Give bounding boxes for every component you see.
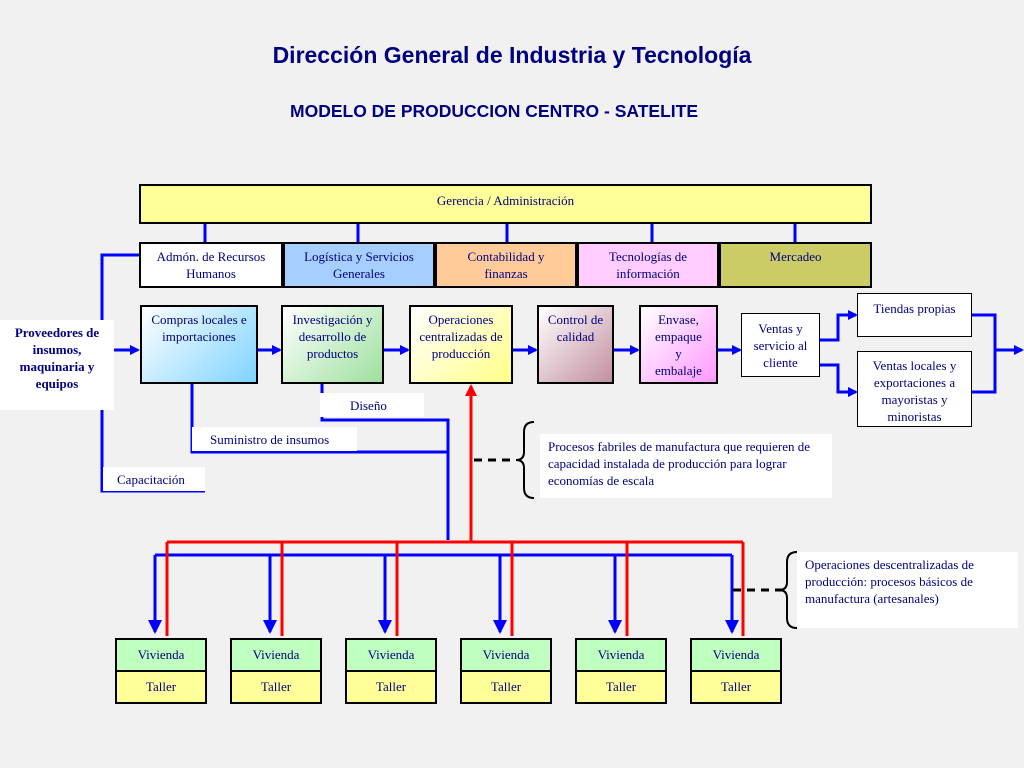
outlet-tiendas: Tiendas propias [857, 293, 972, 337]
gerencia-label: Gerencia / Administración [436, 193, 575, 208]
process-operaciones-label: Operaciones centralizadas de producción [419, 312, 503, 361]
unit-vivienda: Vivienda [692, 640, 780, 672]
outlet-tiendas-label: Tiendas propias [873, 301, 956, 316]
process-compras: Compras locales e importaciones [140, 305, 258, 384]
unit-vivienda: Vivienda [577, 640, 665, 672]
unit-taller: Taller [577, 672, 665, 702]
note-centralizados: Procesos fabriles de manufactura que req… [540, 434, 832, 498]
process-investigacion-label: Investigación y desarrollo de productos [292, 312, 373, 361]
dept-mercadeo: Mercadeo [719, 242, 872, 288]
unit-3: Vivienda Taller [345, 638, 437, 704]
outlet-ventas-locales-label: Ventas locales y exportaciones a mayoris… [872, 358, 957, 424]
process-operaciones: Operaciones centralizadas de producción [409, 305, 513, 384]
note-descentralizados: Operaciones descentralizadas de producci… [797, 552, 1018, 628]
unit-taller: Taller [462, 672, 550, 702]
unit-vivienda: Vivienda [347, 640, 435, 672]
dept-tecnologias-label: Tecnologías de información [608, 249, 688, 281]
process-control-label: Control de calidad [547, 312, 604, 344]
gerencia-box: Gerencia / Administración [139, 184, 872, 224]
unit-5: Vivienda Taller [575, 638, 667, 704]
unit-6: Vivienda Taller [690, 638, 782, 704]
dept-contabilidad: Contabilidad y finanzas [435, 242, 577, 288]
unit-taller: Taller [232, 672, 320, 702]
process-control: Control de calidad [537, 305, 614, 384]
dept-mercadeo-label: Mercadeo [769, 249, 822, 264]
dept-rrhh-label: Admón. de Recursos Humanos [156, 249, 266, 281]
dept-logistica: Logística y Servicios Generales [283, 242, 435, 288]
process-envase: Envase, empaque y embalaje [639, 305, 718, 384]
label-diseno: Diseño [320, 393, 424, 417]
dept-contabilidad-label: Contabilidad y finanzas [467, 249, 545, 281]
unit-1: Vivienda Taller [115, 638, 207, 704]
unit-vivienda: Vivienda [117, 640, 205, 672]
process-investigacion: Investigación y desarrollo de productos [281, 305, 384, 384]
unit-2: Vivienda Taller [230, 638, 322, 704]
page-subtitle: MODELO DE PRODUCCION CENTRO - SATELITE [290, 101, 699, 121]
dept-tecnologias: Tecnologías de información [577, 242, 719, 288]
unit-taller: Taller [347, 672, 435, 702]
dept-rrhh: Admón. de Recursos Humanos [139, 242, 283, 288]
page-title: Dirección General de Industria y Tecnolo… [272, 42, 752, 68]
unit-taller: Taller [117, 672, 205, 702]
process-ventas-label: Ventas y servicio al cliente [753, 321, 808, 370]
process-envase-label: Envase, empaque y embalaje [655, 312, 702, 378]
outlet-ventas-locales: Ventas locales y exportaciones a mayoris… [857, 351, 972, 427]
label-suministro: Suministro de insumos [192, 427, 357, 451]
process-compras-label: Compras locales e importaciones [151, 312, 247, 344]
proveedores-label: Proveedores de insumos, maquinaria y equ… [0, 320, 114, 410]
unit-vivienda: Vivienda [462, 640, 550, 672]
process-ventas: Ventas y servicio al cliente [741, 313, 820, 377]
label-capacitacion: Capacitación [103, 467, 205, 491]
unit-vivienda: Vivienda [232, 640, 320, 672]
unit-4: Vivienda Taller [460, 638, 552, 704]
unit-taller: Taller [692, 672, 780, 702]
dept-logistica-label: Logística y Servicios Generales [304, 249, 414, 281]
